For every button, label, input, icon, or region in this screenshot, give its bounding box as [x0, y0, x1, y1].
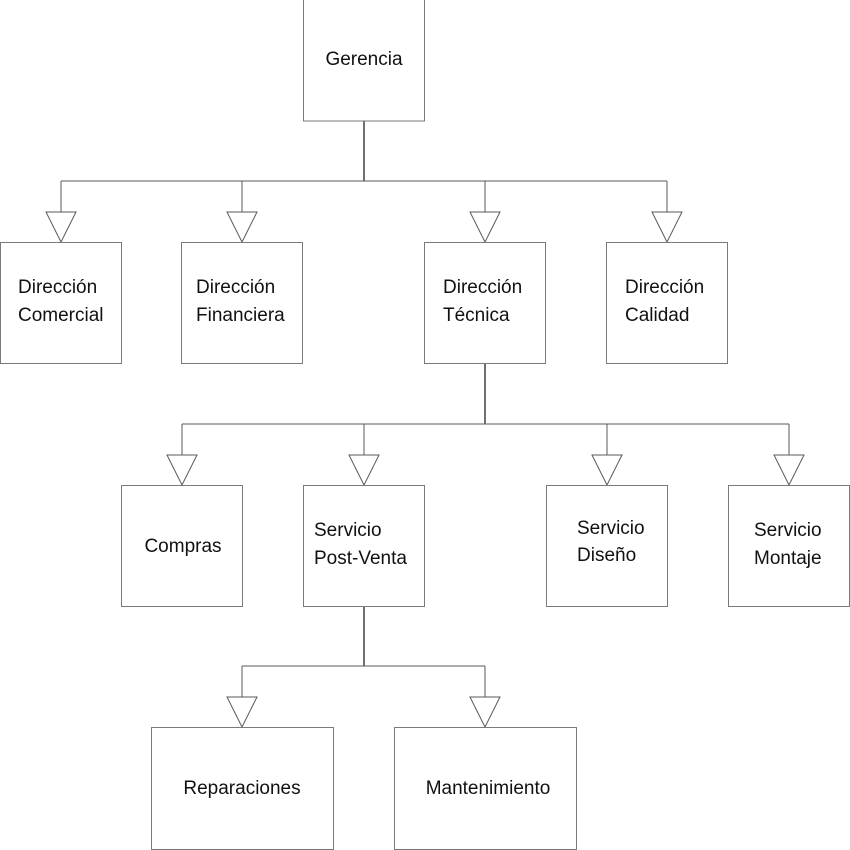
node-box-reparaciones: [151, 727, 334, 850]
node-label-compras: Compras: [144, 536, 221, 557]
node-label-direccion-calidad-line-2: Calidad: [625, 305, 689, 326]
node-box-servicio-post-venta: [303, 485, 425, 607]
node-gerencia: Gerencia: [303, 0, 425, 122]
arrowhead-reparaciones: [226, 696, 258, 729]
arrowhead-direccion-tecnica: [469, 211, 501, 244]
node-box-direccion-comercial: [0, 242, 122, 364]
node-direccion-comercial: Dirección Comercial: [0, 242, 122, 364]
node-compras: Compras: [121, 485, 243, 607]
node-direccion-tecnica: Dirección Técnica: [424, 242, 546, 364]
node-label-direccion-financiera-line-2: Financiera: [196, 305, 285, 326]
node-label-direccion-comercial-line-2: Comercial: [18, 305, 104, 326]
node-label-servicio-diseno-line-2: Diseño: [577, 545, 636, 566]
node-box-gerencia: [303, 0, 425, 122]
node-label-servicio-montaje-line-2: Montaje: [754, 548, 822, 569]
node-label-direccion-calidad-line-1: Dirección: [625, 277, 704, 298]
node-label-servicio-post-venta-line-2: Post-Venta: [314, 548, 407, 569]
arrowhead-compras: [166, 454, 198, 487]
node-box-mantenimiento: [394, 727, 577, 850]
connectors-direccion-tecnica: [166, 363, 805, 487]
node-box-compras: [121, 485, 243, 607]
node-label-servicio-montaje-line-1: Servicio: [754, 520, 822, 541]
arrowhead-direccion-calidad: [651, 211, 683, 244]
connectors-gerencia: [45, 121, 683, 244]
node-direccion-calidad: Dirección Calidad: [606, 242, 728, 364]
node-label-reparaciones: Reparaciones: [183, 778, 300, 799]
node-label-direccion-financiera-line-1: Dirección: [196, 277, 275, 298]
arrowhead-mantenimiento: [469, 696, 501, 729]
connectors-servicio-post-venta: [226, 606, 501, 729]
node-box-direccion-financiera: [181, 242, 303, 364]
arrowhead-direccion-financiera: [226, 211, 258, 244]
node-servicio-montaje: Servicio Montaje: [728, 485, 850, 607]
node-label-direccion-tecnica-line-2: Técnica: [443, 305, 510, 326]
node-box-direccion-tecnica: [424, 242, 546, 364]
node-label-direccion-tecnica-line-1: Dirección: [443, 277, 522, 298]
arrowhead-servicio-montaje: [773, 454, 805, 487]
node-servicio-diseno: Servicio Diseño: [546, 485, 668, 607]
node-direccion-financiera: Dirección Financiera: [181, 242, 303, 364]
node-label-direccion-comercial-line-1: Dirección: [18, 277, 97, 298]
node-servicio-post-venta: Servicio Post-Venta: [303, 485, 425, 607]
node-label-servicio-post-venta-line-1: Servicio: [314, 520, 382, 541]
arrowhead-servicio-post-venta: [348, 454, 380, 487]
node-box-direccion-calidad: [606, 242, 728, 364]
arrowhead-servicio-diseno: [591, 454, 623, 487]
node-box-servicio-diseno: [546, 485, 668, 607]
node-label-gerencia: Gerencia: [325, 49, 403, 70]
node-label-servicio-diseno-line-1: Servicio: [577, 518, 645, 539]
node-reparaciones: Reparaciones: [151, 727, 334, 850]
node-mantenimiento: Mantenimiento: [394, 727, 577, 850]
arrowhead-direccion-comercial: [45, 211, 77, 244]
node-box-servicio-montaje: [728, 485, 850, 607]
node-label-mantenimiento: Mantenimiento: [426, 778, 551, 799]
